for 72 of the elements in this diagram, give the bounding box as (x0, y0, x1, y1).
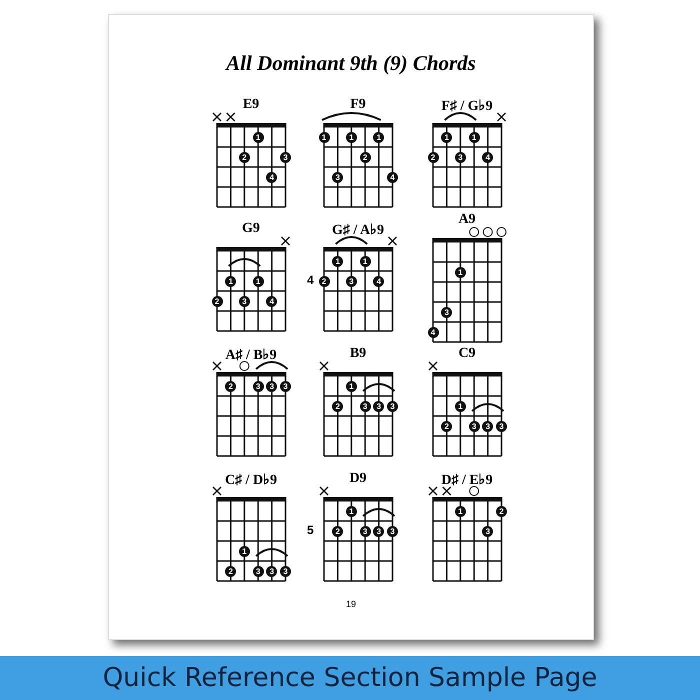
finger-dot: 3 (280, 566, 291, 576)
chord-name: D9 (348, 471, 368, 487)
finger-dot: 4 (266, 296, 278, 306)
finger-dot: 2 (496, 506, 507, 516)
finger-dot: 3 (346, 276, 357, 286)
finger-dot: 3 (280, 380, 291, 392)
finger-dot: 2 (212, 296, 222, 306)
chord-name: C♯ / D♭9 (224, 472, 278, 489)
finger-dot: 3 (373, 400, 384, 412)
chord-name: F♯ / G♭9 (440, 98, 494, 115)
finger-dot: 3 (266, 566, 278, 576)
chord-name: A9 (457, 212, 477, 228)
finger-dot: 4 (373, 276, 384, 286)
finger-dot: 3 (387, 526, 398, 536)
finger-dot: 2 (441, 420, 452, 432)
finger-dot: 1 (252, 132, 264, 142)
finger-dot: 1 (468, 132, 480, 142)
finger-dot: 3 (252, 566, 264, 576)
finger-dot: 2 (225, 380, 236, 392)
finger-dot: 3 (482, 420, 494, 432)
finger-dot: 3 (252, 380, 264, 392)
finger-dot: 2 (360, 152, 371, 162)
finger-dot: 4 (428, 326, 438, 338)
finger-dot: 2 (428, 152, 438, 162)
chord-name: G♯ / A♭9 (330, 222, 386, 239)
finger-dot: 1 (332, 256, 344, 266)
finger-dot: 3 (360, 526, 371, 536)
chord-name: B9 (348, 346, 368, 362)
page-title: All Dominant 9th (9) Chords (224, 51, 477, 76)
chord-name: E9 (242, 97, 260, 113)
caption-banner: Quick Reference Section Sample Page (0, 656, 700, 700)
finger-dot: 4 (482, 152, 494, 162)
finger-dot: 3 (266, 380, 278, 392)
finger-dot: 1 (318, 132, 330, 142)
finger-dot: 3 (332, 172, 344, 182)
fret-number: 4 (307, 273, 314, 287)
finger-dot: 3 (482, 526, 494, 536)
finger-dot: 1 (238, 546, 250, 556)
finger-dot: 1 (252, 276, 264, 286)
finger-dot: 3 (468, 420, 480, 432)
chord-name: C9 (457, 346, 477, 362)
finger-dot: 1 (454, 506, 466, 516)
fret-number: 5 (307, 523, 314, 537)
finger-dot: 3 (373, 526, 384, 536)
finger-dot: 2 (332, 526, 344, 536)
chord-name: A♯ / B♭9 (224, 347, 278, 364)
finger-dot: 3 (280, 152, 291, 162)
chord-name: F9 (349, 97, 367, 113)
finger-dot: 1 (225, 276, 236, 286)
finger-dot: 4 (387, 172, 398, 182)
finger-dot: 2 (238, 152, 250, 162)
page-number: 19 (344, 599, 357, 609)
finger-dot: 1 (346, 132, 357, 142)
chord-name: D♯ / E♭9 (440, 472, 494, 489)
finger-dot: 1 (373, 132, 384, 142)
finger-dot: 1 (346, 380, 357, 392)
finger-dot: 1 (346, 506, 357, 516)
finger-dot: 3 (360, 400, 371, 412)
finger-dot: 2 (225, 566, 236, 576)
finger-dot: 2 (332, 400, 344, 412)
finger-dot: 1 (454, 266, 466, 278)
finger-dot: 1 (441, 132, 452, 142)
chord-name: G9 (241, 221, 261, 237)
finger-dot: 3 (387, 400, 398, 412)
finger-dot: 2 (318, 276, 330, 286)
finger-dot: 4 (266, 172, 278, 182)
finger-dot: 3 (496, 420, 507, 432)
finger-dot: 1 (454, 400, 466, 412)
finger-dot: 3 (454, 152, 466, 162)
finger-dot: 3 (441, 306, 452, 318)
finger-dot: 1 (360, 256, 371, 266)
finger-dot: 3 (238, 296, 250, 306)
